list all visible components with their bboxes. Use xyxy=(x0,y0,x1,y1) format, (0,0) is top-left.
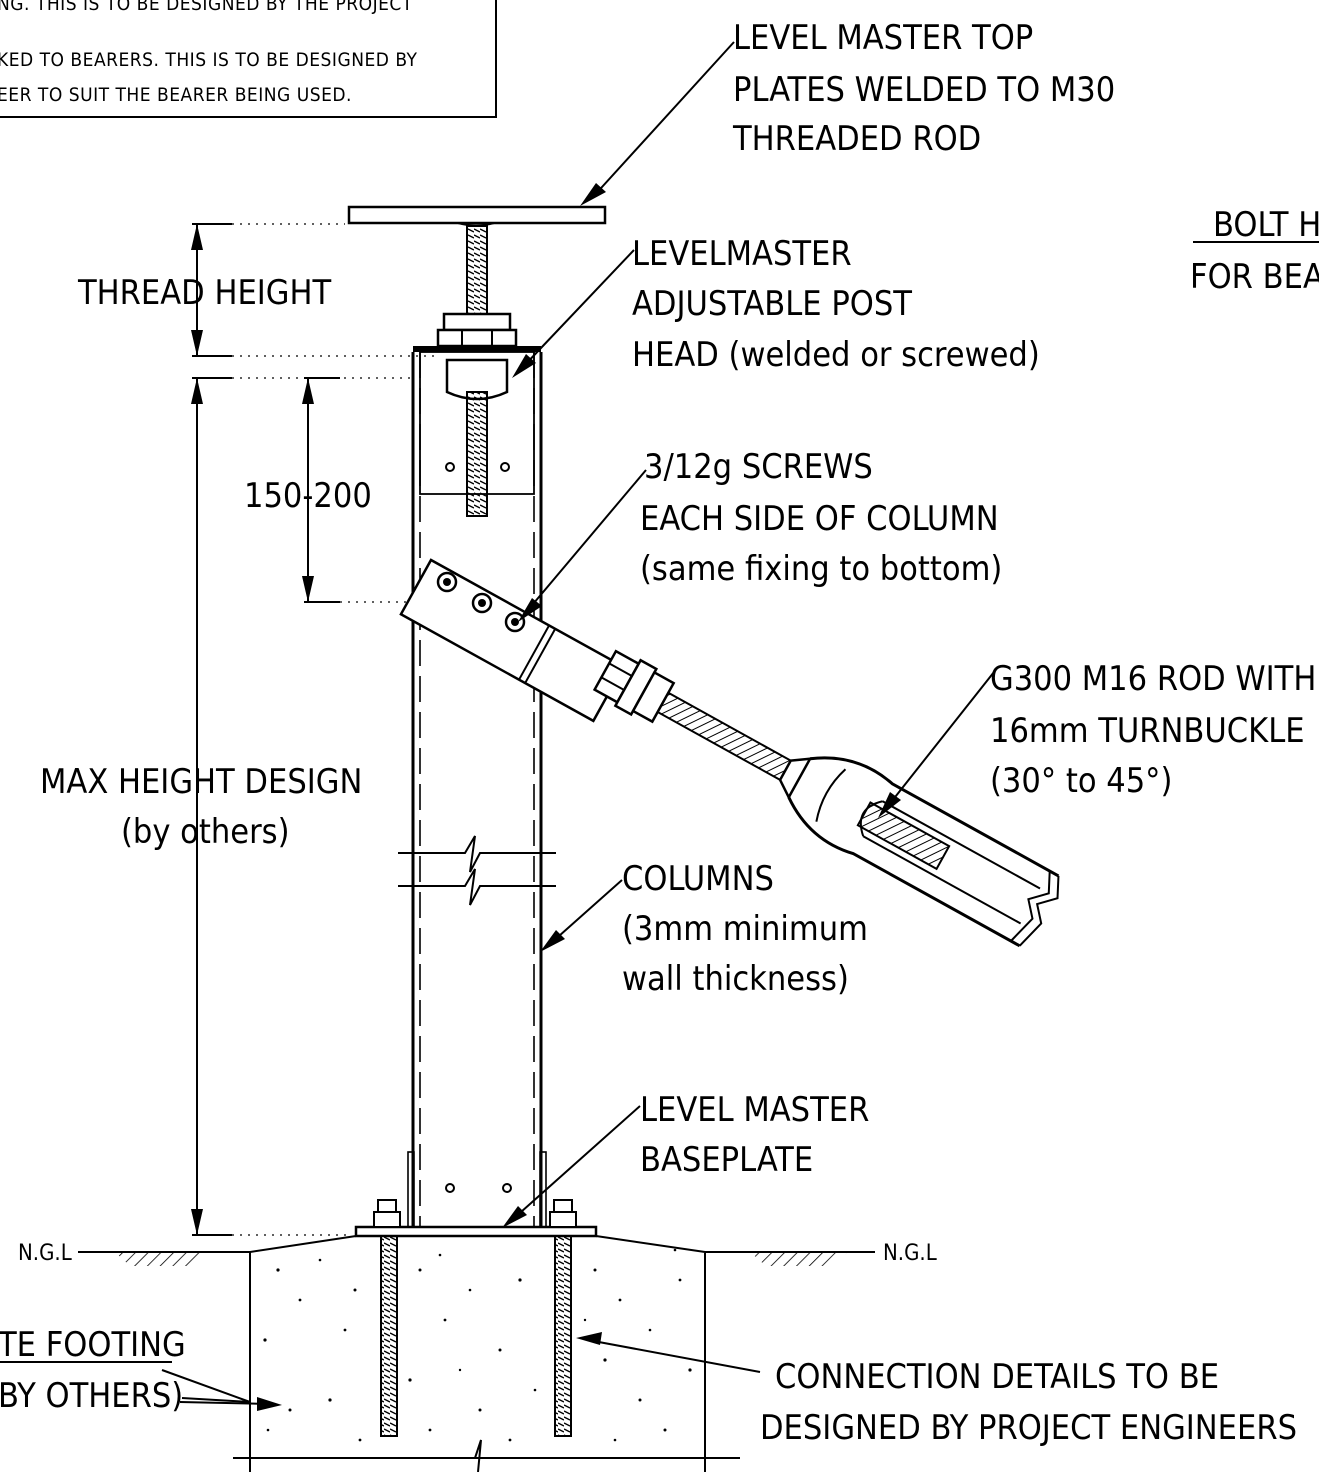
label-baseplate: LEVEL MASTER BASEPLATE xyxy=(640,1090,869,1180)
label-post-head: LEVELMASTER ADJUSTABLE POST HEAD (welded… xyxy=(632,234,1040,375)
top-plate-assembly xyxy=(347,205,607,352)
screws-line-3: (same fixing to bottom) xyxy=(640,549,1002,589)
rod-line-2: 16mm TURNBUCKLE xyxy=(990,711,1305,751)
top-plate-line-1: LEVEL MASTER TOP xyxy=(733,18,1033,58)
baseplate-line-1: LEVEL MASTER xyxy=(640,1090,869,1130)
label-top-plate: LEVEL MASTER TOP PLATES WELDED TO M30 TH… xyxy=(732,18,1115,159)
screws-line-2: EACH SIDE OF COLUMN xyxy=(640,499,999,539)
brace-assembly xyxy=(399,558,1060,948)
column-post xyxy=(398,351,556,1228)
base-plate-assembly xyxy=(354,1199,598,1437)
note-line-3: EER TO SUIT THE BEARER BEING USED. xyxy=(0,84,352,106)
post-head-line-1: LEVELMASTER xyxy=(632,234,852,274)
screws-line-1: 3/12g SCREWS xyxy=(644,447,873,487)
post-head-line-2: ADJUSTABLE POST xyxy=(632,284,912,324)
note-line-2: KED TO BEARERS. THIS IS TO BE DESIGNED B… xyxy=(0,49,418,71)
footing-line-1: TE FOOTING xyxy=(0,1325,186,1365)
connection-line-1: CONNECTION DETAILS TO BE xyxy=(775,1357,1219,1397)
notes-box: NG. THIS IS TO BE DESIGNED BY THE PROJEC… xyxy=(0,0,497,118)
columns-line-2: (3mm minimum xyxy=(622,909,868,949)
rod-line-3: (30° to 45°) xyxy=(990,761,1172,801)
note-line-1: NG. THIS IS TO BE DESIGNED BY THE PROJEC… xyxy=(0,0,413,15)
bolt-line-2: FOR BEA xyxy=(1190,257,1319,297)
connection-line-2: DESIGNED BY PROJECT ENGINEERS xyxy=(760,1408,1297,1448)
ngl-left-label: N.G.L xyxy=(18,1241,72,1266)
rod-line-1: G300 M16 ROD WITH xyxy=(990,659,1316,699)
top-plate-line-3: THREADED ROD xyxy=(732,119,981,159)
columns-line-3: wall thickness) xyxy=(622,959,849,999)
dimension-lines xyxy=(191,223,440,1236)
label-rod: G300 M16 ROD WITH 16mm TURNBUCKLE (30° t… xyxy=(990,659,1316,801)
label-bolt: BOLT H FOR BEA xyxy=(1190,205,1319,297)
thread-height-label: THREAD HEIGHT xyxy=(77,273,332,313)
baseplate-line-2: BASEPLATE xyxy=(640,1140,813,1180)
label-columns: COLUMNS (3mm minimum wall thickness) xyxy=(622,859,868,999)
ground-line: N.G.L N.G.L xyxy=(18,1241,937,1266)
bolt-line-1: BOLT H xyxy=(1213,205,1319,245)
columns-line-1: COLUMNS xyxy=(622,859,774,899)
max-height-line-1: MAX HEIGHT DESIGN xyxy=(40,762,362,802)
leader-lines xyxy=(161,41,995,1411)
screw-heads xyxy=(436,571,526,633)
label-max-height: MAX HEIGHT DESIGN (by others) xyxy=(40,762,362,852)
label-footing: TE FOOTING BY OTHERS) xyxy=(0,1325,186,1416)
label-screws: 3/12g SCREWS EACH SIDE OF COLUMN (same f… xyxy=(640,447,1002,589)
label-connection: CONNECTION DETAILS TO BE DESIGNED BY PRO… xyxy=(760,1357,1297,1448)
footing-line-2: BY OTHERS) xyxy=(0,1376,183,1416)
ngl-right-label: N.G.L xyxy=(883,1241,937,1266)
post-head-line-3: HEAD (welded or screwed) xyxy=(632,335,1040,375)
top-plate-line-2: PLATES WELDED TO M30 xyxy=(733,70,1115,110)
dimension-150-200-label: 150-200 xyxy=(244,476,372,516)
max-height-line-2: (by others) xyxy=(121,812,290,852)
